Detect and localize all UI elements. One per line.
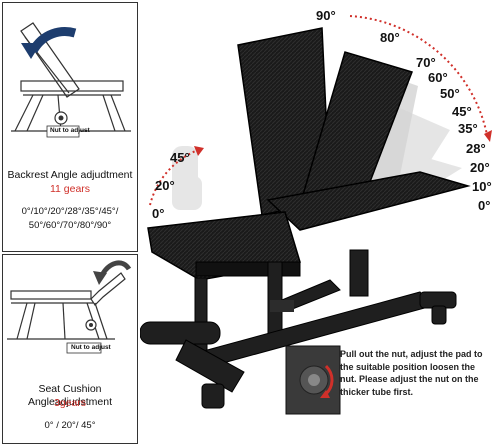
seat-degree-label-0: 0° <box>152 206 165 221</box>
degree-label-70: 70° <box>416 55 436 70</box>
degree-label-80: 80° <box>380 30 400 45</box>
backrest-info-panel: Nut to adjust Backrest Angle adjudtment … <box>2 2 138 252</box>
backrest-angle-arc <box>349 15 489 141</box>
degree-label-50: 50° <box>440 86 460 101</box>
degree-label-90: 90° <box>316 8 336 23</box>
degree-label-45: 45° <box>452 104 472 119</box>
degree-label-0: 0° <box>478 198 491 213</box>
seat-diagram <box>7 260 132 354</box>
backrest-angles-line1: 0°/10°/20°/28°/35°/45°/ <box>21 206 119 217</box>
backrest-title: Backrest Angle adjudtment <box>7 169 133 181</box>
pull-arrow-icon <box>324 364 334 396</box>
seat-info-panel: Nut to adjust Seat Cushion Angleadjudstm… <box>2 254 138 444</box>
bench-illustration <box>140 15 492 415</box>
seat-degree-label-20: 20° <box>155 178 175 193</box>
seat-gears: 3gears <box>53 397 87 409</box>
backrest-gears: 11 gears <box>49 183 91 195</box>
degree-label-20: 20° <box>470 160 490 175</box>
nut-label: Nut to adjust <box>50 127 90 134</box>
seat-nut-label: Nut to adjust <box>71 344 111 351</box>
adjustment-note: Pull out the nut, adjust the pad to the … <box>340 349 483 397</box>
degree-label-60: 60° <box>428 70 448 85</box>
seat-title: Seat Cushion Angleadjudstment <box>27 383 113 408</box>
backrest-diagram <box>11 22 131 138</box>
seat-angles: 0° / 20°/ 45° <box>44 420 96 431</box>
seat-degree-label-45: 45° <box>170 150 190 165</box>
backrest-angles-line2: 50°/60°/70°/80°/90° <box>28 220 112 231</box>
degree-label-35: 35° <box>458 121 478 136</box>
adjust-arrow-icon <box>29 27 77 54</box>
degree-label-10: 10° <box>472 179 492 194</box>
degree-label-28: 28° <box>466 141 486 156</box>
